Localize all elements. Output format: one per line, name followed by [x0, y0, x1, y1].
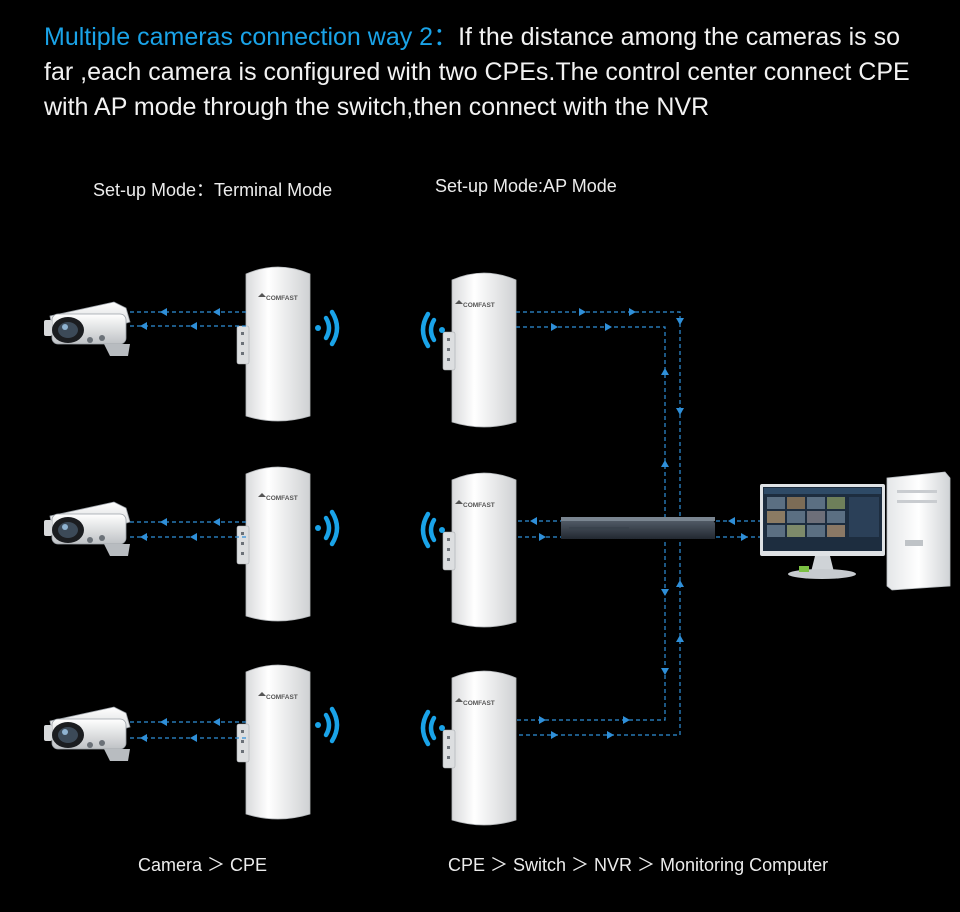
cpe-terminal-3 — [236, 664, 311, 820]
cpe-ap-1 — [442, 272, 517, 428]
wifi-in-icon — [420, 311, 445, 747]
cpe-brand-3: COMFAST — [266, 694, 298, 701]
footer-cpe-chain: CPE ＞ Switch ＞ NVR ＞ Monitoring Computer — [448, 855, 829, 875]
wifi-out-icon — [315, 309, 340, 744]
cpe-brand-5: COMFAST — [463, 502, 495, 509]
cpe-ap-3 — [442, 670, 517, 826]
camera-2 — [43, 501, 131, 557]
cpe-brand-6: COMFAST — [463, 700, 495, 707]
title-highlight: Multiple cameras connection way 2： — [44, 23, 459, 51]
ap-links — [516, 311, 760, 736]
terminal-mode-label: Set-up Mode：Terminal Mode — [93, 180, 333, 200]
page-title: Multiple cameras connection way 2：If the… — [44, 20, 934, 125]
cpe-ap-2 — [442, 472, 517, 628]
camera-links — [130, 311, 246, 739]
network-switch — [561, 517, 715, 539]
cpe-brand-4: COMFAST — [463, 302, 495, 309]
cpe-brand-1: COMFAST — [266, 295, 298, 302]
cpe-brand-2: COMFAST — [266, 495, 298, 502]
footer-camera-cpe: Camera ＞ CPE — [138, 855, 268, 875]
monitoring-computer — [760, 471, 951, 591]
camera-3 — [43, 706, 131, 762]
ap-mode-label: Set-up Mode:AP Mode — [435, 176, 617, 196]
camera-1 — [43, 301, 131, 357]
cpe-terminal-1 — [236, 266, 311, 422]
cpe-terminal-2 — [236, 466, 311, 622]
title-text: If the distance among the cameras is so … — [44, 23, 910, 121]
